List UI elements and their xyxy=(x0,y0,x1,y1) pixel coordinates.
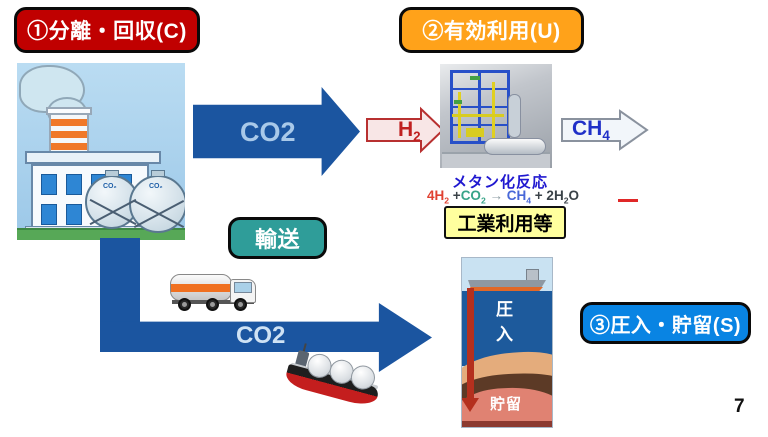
grass-strip xyxy=(17,228,185,240)
methanation-equation: 4H2 +CO2 → CH4 + 2H2O xyxy=(426,188,580,206)
ship-bridge xyxy=(526,269,539,281)
utilization-step-badge: ②有効利用(U) xyxy=(399,7,584,53)
lng-ship-icon xyxy=(276,340,390,430)
factory-illustration: CO₂ CO₂ xyxy=(17,63,185,240)
factory-roof xyxy=(25,151,161,164)
ch4-label: CH4 xyxy=(572,117,610,144)
transport-badge: 輸送 xyxy=(228,217,327,259)
window-icon xyxy=(41,174,57,195)
h2-label: H2 xyxy=(398,118,421,145)
tanker-truck-icon xyxy=(168,266,260,316)
red-underline-mark xyxy=(618,199,638,202)
tank-co2-label: CO₂ xyxy=(103,183,117,190)
window-icon xyxy=(66,174,82,195)
h2-arrow-icon xyxy=(366,106,445,154)
co2-arrow-label: CO2 xyxy=(240,117,296,147)
co2-arrow-label: CO2 xyxy=(236,322,286,349)
window-icon xyxy=(66,204,82,225)
ch4-arrow-icon xyxy=(561,109,649,151)
capture-step-badge: ①分離・回収(C) xyxy=(14,7,200,53)
injection-arrow-icon xyxy=(467,288,474,400)
tank-co2-label: CO₂ xyxy=(149,183,163,190)
storage-step-badge: ③圧入・貯留(S) xyxy=(580,302,751,344)
methanation-plant-image xyxy=(440,64,552,168)
horizontal-tank xyxy=(484,138,546,155)
surface-ship-icon xyxy=(468,280,546,289)
subsea-storage-illustration: 圧入 貯留 xyxy=(461,257,553,428)
reservoir-label: 貯留 xyxy=(490,396,523,413)
methanation-caption: メタン化反応 xyxy=(451,174,548,191)
page-number: 7 xyxy=(734,396,745,417)
window-icon xyxy=(41,204,57,225)
injection-label: 圧入 xyxy=(496,300,513,344)
industry-use-box: 工業利用等 xyxy=(444,206,566,239)
